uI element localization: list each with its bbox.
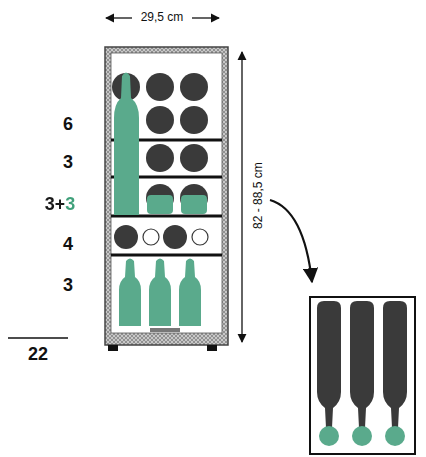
sum-line [8, 337, 68, 339]
bottle-neck-end [192, 229, 208, 245]
row-count: 3 [63, 153, 73, 173]
dimension-arrow [106, 17, 132, 18]
cabinet-foot [207, 345, 217, 351]
green-bottle-end [319, 426, 339, 446]
row-count: 4 [63, 235, 73, 255]
standing-bottle [114, 73, 139, 216]
width-dimension: 29,5 cm [141, 11, 184, 24]
height-dimension: 82 - 88,5 cm [251, 161, 264, 232]
row-count: 3+3 [45, 195, 76, 215]
bottle-end [146, 144, 174, 172]
bottle-end [180, 144, 208, 172]
standing-bottle [149, 259, 171, 327]
row-count: 3 [63, 276, 73, 296]
dimension-arrow [241, 52, 242, 342]
dimension-arrow [192, 17, 219, 18]
cabinet-logo [150, 328, 180, 332]
lying-bottle [317, 301, 341, 428]
bottle-end [114, 225, 138, 249]
cabinet-housing [105, 47, 228, 345]
standing-bottle [119, 259, 141, 327]
green-bottle-end [181, 195, 207, 214]
lying-bottle [383, 301, 407, 428]
cabinet-foot [108, 345, 118, 351]
bottle-end [146, 73, 174, 101]
green-bottle-end [352, 426, 372, 446]
standing-bottle [179, 259, 201, 327]
green-bottle-end [147, 195, 173, 214]
bottle-end [163, 225, 187, 249]
bottle-end [180, 73, 208, 101]
inset-bottles [317, 301, 407, 446]
shelf [111, 254, 222, 257]
cabinet-interior [111, 53, 222, 333]
bottle-neck-end [143, 229, 159, 245]
row-count: 6 [63, 115, 73, 135]
total-count: 22 [28, 345, 48, 365]
bottle-end [146, 106, 174, 134]
inset-frame [310, 297, 415, 454]
green-bottle-end [385, 426, 405, 446]
detail-arrow [270, 200, 312, 282]
bottle-end [180, 106, 208, 134]
lying-bottle [350, 301, 374, 428]
